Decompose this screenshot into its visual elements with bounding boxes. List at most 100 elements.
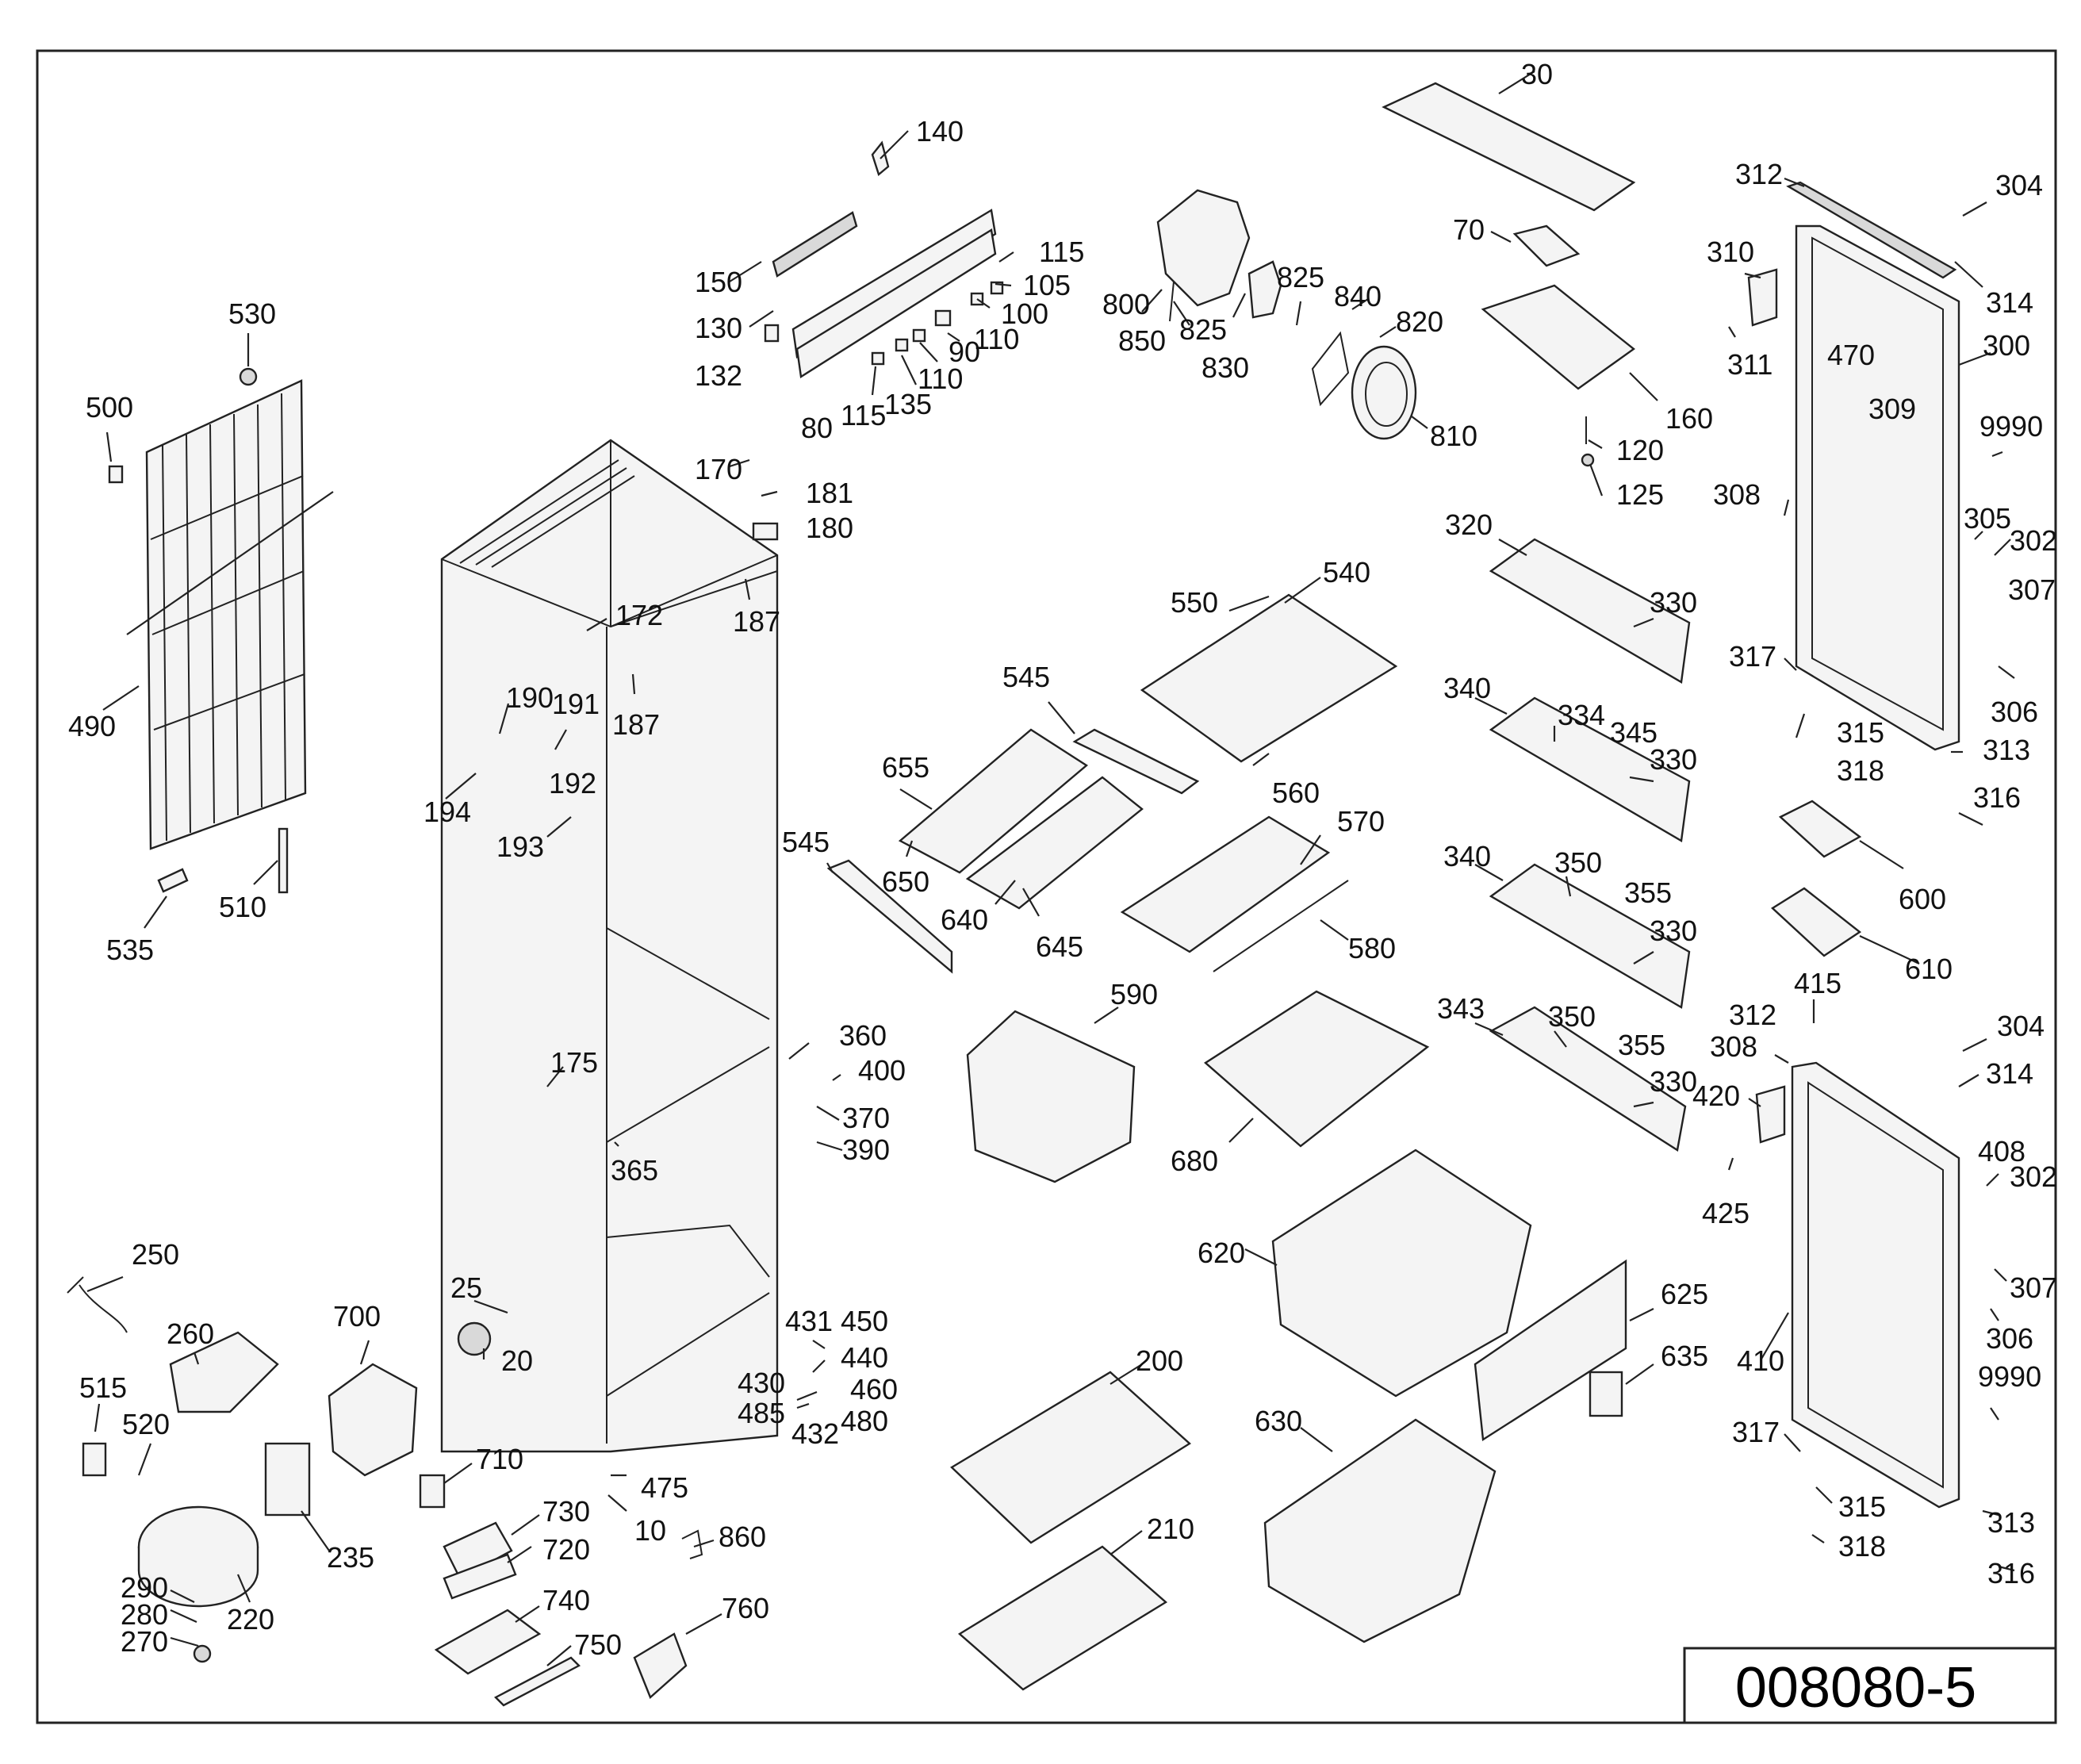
part-label-318-lower: 318 <box>1838 1530 1886 1563</box>
part-label-635: 635 <box>1661 1340 1708 1372</box>
part-label-317-lower: 317 <box>1732 1416 1780 1448</box>
part-label-830: 830 <box>1201 351 1249 384</box>
part-label-315-lower: 315 <box>1838 1490 1886 1523</box>
part-label-330-b: 330 <box>1650 743 1697 776</box>
part-label-440: 440 <box>841 1341 888 1374</box>
part-label-600: 600 <box>1899 883 1946 915</box>
part-label-90: 90 <box>949 336 980 368</box>
part-label-309: 309 <box>1868 393 1916 425</box>
part-label-120: 120 <box>1616 434 1664 466</box>
part-label-314-upper: 314 <box>1986 286 2033 319</box>
part-label-313-upper: 313 <box>1983 734 2030 766</box>
part-label-304-upper: 304 <box>1995 169 2043 201</box>
part-label-140: 140 <box>916 115 964 148</box>
part-label-316-lower: 316 <box>1987 1557 2035 1590</box>
part-label-80: 80 <box>801 412 833 444</box>
part-label-365: 365 <box>611 1154 658 1187</box>
ice-trays <box>1771 800 1862 957</box>
part-label-290: 290 <box>121 1571 168 1604</box>
part-label-70: 70 <box>1453 213 1485 246</box>
part-label-432: 432 <box>791 1417 839 1450</box>
part-label-515: 515 <box>79 1371 127 1404</box>
part-label-500: 500 <box>86 391 133 424</box>
part-label-314-lower: 314 <box>1986 1057 2033 1090</box>
callout-leaders <box>86 71 2015 1666</box>
part-label-132: 132 <box>695 359 742 392</box>
part-label-130: 130 <box>695 312 742 344</box>
part-label-340-a: 340 <box>1443 672 1491 704</box>
part-label-645: 645 <box>1036 930 1083 963</box>
part-label-810: 810 <box>1430 420 1477 452</box>
compressor <box>67 1276 311 1663</box>
part-label-355-a: 355 <box>1624 876 1672 909</box>
part-label-200: 200 <box>1136 1344 1183 1377</box>
part-label-315-upper: 315 <box>1837 716 1884 749</box>
part-label-415: 415 <box>1794 967 1841 999</box>
part-label-270: 270 <box>121 1625 168 1658</box>
part-label-545-lower: 545 <box>782 826 830 858</box>
part-label-655: 655 <box>882 751 929 784</box>
part-label-408: 408 <box>1978 1135 2025 1168</box>
part-label-312-upper: 312 <box>1735 158 1783 190</box>
part-label-9990-lower: 9990 <box>1978 1360 2041 1393</box>
part-label-317-upper: 317 <box>1729 640 1776 673</box>
part-label-10: 10 <box>634 1514 666 1547</box>
part-label-710: 710 <box>476 1443 523 1475</box>
part-label-135: 135 <box>884 388 932 420</box>
part-label-306-upper: 306 <box>1991 696 2038 728</box>
part-label-400: 400 <box>858 1054 906 1087</box>
part-label-700: 700 <box>333 1300 381 1333</box>
part-label-30: 30 <box>1521 58 1553 90</box>
part-label-510: 510 <box>219 891 266 923</box>
part-label-680: 680 <box>1171 1145 1218 1177</box>
part-label-625: 625 <box>1661 1278 1708 1310</box>
part-label-310: 310 <box>1707 236 1754 268</box>
part-label-330-a: 330 <box>1650 586 1697 619</box>
part-label-190: 190 <box>506 681 554 714</box>
part-label-210: 210 <box>1147 1513 1194 1545</box>
part-label-150: 150 <box>695 266 742 298</box>
upper-door <box>1747 181 1960 751</box>
part-label-302-upper: 302 <box>2010 524 2057 557</box>
part-label-475: 475 <box>641 1471 688 1504</box>
part-label-330-c: 330 <box>1650 915 1697 947</box>
part-label-535: 535 <box>106 934 154 966</box>
part-label-450: 450 <box>841 1305 888 1337</box>
part-label-610: 610 <box>1905 953 1953 985</box>
part-label-480: 480 <box>841 1405 888 1437</box>
part-label-560: 560 <box>1272 777 1320 809</box>
part-label-125: 125 <box>1616 478 1664 511</box>
part-label-307-upper: 307 <box>2008 573 2056 606</box>
part-label-20: 20 <box>501 1344 533 1377</box>
part-label-175: 175 <box>550 1046 598 1079</box>
condenser-coil <box>108 367 334 894</box>
part-label-340-b: 340 <box>1443 840 1491 872</box>
part-label-187-left: 187 <box>612 708 660 741</box>
part-label-550: 550 <box>1171 586 1218 619</box>
part-number-labels: 30 70 160 120 125 140 150 130 132 80 115… <box>68 58 2057 1661</box>
part-label-580: 580 <box>1348 932 1396 964</box>
part-label-630: 630 <box>1255 1405 1302 1437</box>
part-label-825-b: 825 <box>1277 261 1324 293</box>
part-label-170: 170 <box>695 453 742 485</box>
part-label-193: 193 <box>496 830 544 863</box>
part-label-300: 300 <box>1983 329 2030 362</box>
part-label-305: 305 <box>1964 502 2011 535</box>
part-label-850: 850 <box>1118 324 1166 357</box>
part-label-110-a: 110 <box>918 362 963 395</box>
part-label-320: 320 <box>1445 508 1493 541</box>
part-label-260: 260 <box>167 1317 214 1350</box>
part-label-25: 25 <box>450 1271 482 1304</box>
part-label-620: 620 <box>1198 1237 1245 1269</box>
part-label-181: 181 <box>806 477 853 509</box>
part-label-820: 820 <box>1396 305 1443 338</box>
part-label-410: 410 <box>1737 1344 1784 1377</box>
part-label-191: 191 <box>552 688 600 720</box>
part-label-115-upper: 115 <box>1039 236 1084 268</box>
part-label-825-a: 825 <box>1179 313 1227 346</box>
part-label-105: 105 <box>1023 269 1071 301</box>
part-label-570: 570 <box>1337 805 1385 838</box>
part-label-316-upper: 316 <box>1973 781 2021 814</box>
part-label-750: 750 <box>574 1628 622 1661</box>
